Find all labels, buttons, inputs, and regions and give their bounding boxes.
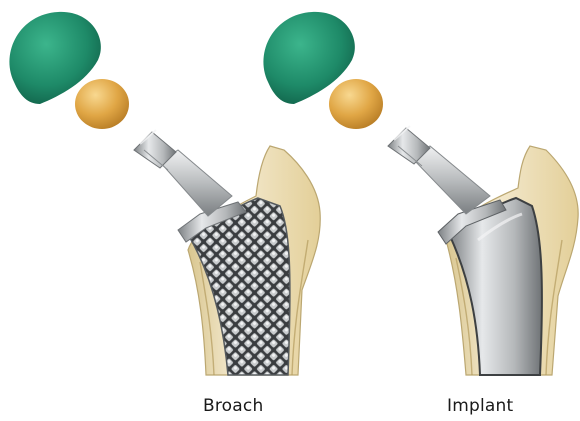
femoral-head-left <box>75 79 129 129</box>
caption-implant: Implant <box>447 396 513 416</box>
implant-neck <box>412 146 490 214</box>
broach-neck <box>160 150 232 216</box>
caption-broach: Broach <box>203 396 263 416</box>
femoral-head-right <box>329 79 383 129</box>
